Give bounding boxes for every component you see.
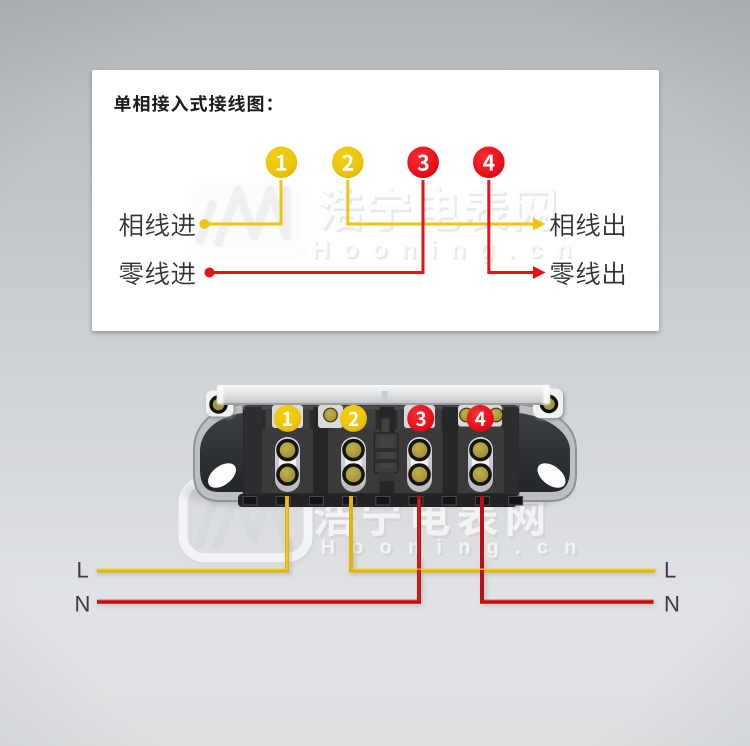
svg-text:Hooning.cn: Hooning.cn: [321, 536, 593, 558]
svg-text:Hooning.cn: Hooning.cn: [313, 238, 586, 266]
svg-text:Hooning.cn: Hooning.cn: [311, 235, 584, 263]
svg-text:N: N: [664, 592, 680, 617]
svg-text:L: L: [77, 558, 89, 583]
svg-text:L: L: [664, 558, 676, 583]
svg-text:Hooning.cn: Hooning.cn: [323, 539, 595, 561]
svg-text:N: N: [75, 592, 91, 617]
